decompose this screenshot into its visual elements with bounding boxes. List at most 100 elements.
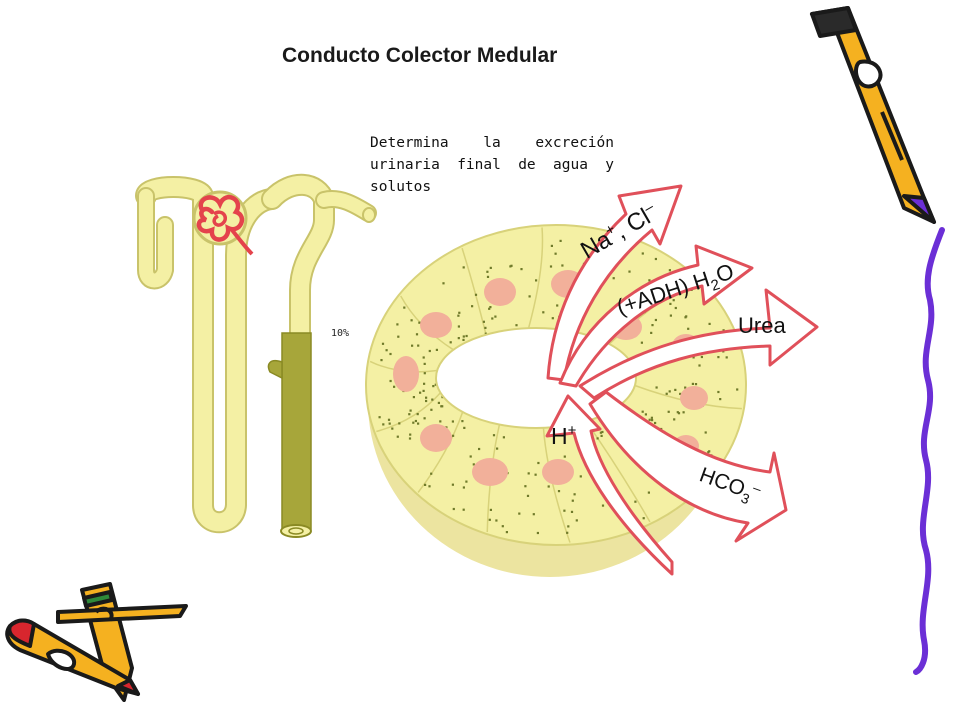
cytoplasm-speckle bbox=[634, 500, 637, 503]
cytoplasm-speckle bbox=[561, 264, 564, 267]
cell-boundary bbox=[461, 247, 487, 335]
cytoplasm-speckle bbox=[684, 386, 687, 389]
cytoplasm-speckle bbox=[563, 455, 566, 458]
cytoplasm-speckle bbox=[412, 396, 415, 399]
cytoplasm-speckle bbox=[596, 437, 599, 440]
cytoplasm-speckle bbox=[385, 349, 388, 352]
cytoplasm-speckle bbox=[488, 518, 491, 521]
cytoplasm-speckle bbox=[687, 327, 690, 330]
cytoplasm-speckle bbox=[676, 411, 679, 414]
cytoplasm-speckle bbox=[486, 275, 490, 278]
cytoplasm-speckle bbox=[600, 434, 603, 437]
cell-boundary bbox=[527, 227, 544, 329]
cytoplasm-speckle bbox=[700, 355, 703, 359]
cytoplasm-speckle bbox=[601, 430, 604, 434]
cytoplasm-speckle bbox=[650, 331, 653, 334]
cytoplasm-speckle bbox=[554, 252, 557, 255]
cytoplasm-speckle bbox=[648, 279, 651, 282]
cytoplasm-speckle bbox=[462, 338, 465, 341]
cytoplasm-speckle bbox=[411, 344, 414, 347]
cytoplasm-speckle bbox=[462, 486, 465, 489]
cytoplasm-speckle bbox=[599, 431, 602, 434]
cytoplasm-speckle bbox=[559, 239, 562, 242]
cytoplasm-speckle bbox=[524, 485, 527, 488]
cytoplasm-speckle bbox=[422, 356, 425, 359]
cytoplasm-speckle bbox=[451, 420, 454, 423]
cytoplasm-speckle bbox=[425, 399, 428, 403]
cytoplasm-speckle bbox=[463, 426, 466, 429]
cytoplasm-speckle bbox=[478, 447, 481, 451]
cytoplasm-speckle bbox=[644, 413, 647, 416]
cytoplasm-speckle bbox=[542, 311, 545, 314]
cytoplasm-speckle bbox=[647, 491, 650, 494]
description-text: Determina la excreción urinaria final de… bbox=[370, 135, 614, 195]
cytoplasm-speckle bbox=[725, 356, 728, 359]
cytoplasm-speckle bbox=[655, 386, 658, 389]
cytoplasm-speckle bbox=[414, 419, 417, 423]
cytoplasm-speckle bbox=[434, 383, 437, 386]
cytoplasm-speckle bbox=[474, 293, 478, 296]
cytoplasm-speckle bbox=[641, 410, 644, 413]
cytoplasm-speckle bbox=[422, 389, 425, 392]
cytoplasm-speckle bbox=[419, 391, 422, 394]
cytoplasm-speckle bbox=[381, 342, 385, 345]
cytoplasm-speckle bbox=[563, 509, 566, 512]
cytoplasm-speckle bbox=[550, 244, 553, 247]
cytoplasm-speckle bbox=[556, 304, 559, 307]
cytoplasm-speckle bbox=[391, 427, 394, 430]
cytoplasm-speckle bbox=[410, 319, 413, 322]
cytoplasm-speckle bbox=[495, 519, 498, 522]
cytoplasm-speckle bbox=[648, 418, 651, 421]
label-urea: Urea bbox=[738, 313, 786, 338]
percent-label: 10% bbox=[331, 328, 350, 339]
cytoplasm-speckle bbox=[492, 434, 496, 437]
cytoplasm-speckle bbox=[501, 525, 504, 528]
cell-boundary bbox=[376, 392, 441, 433]
cytoplasm-speckle bbox=[389, 352, 392, 356]
cytoplasm-speckle bbox=[691, 382, 694, 385]
cytoplasm-speckle bbox=[378, 416, 381, 419]
cytoplasm-speckle bbox=[431, 398, 434, 401]
cytoplasm-speckle bbox=[489, 266, 492, 269]
cytoplasm-speckle bbox=[567, 525, 570, 528]
cytoplasm-speckle bbox=[457, 337, 460, 340]
cytoplasm-speckle bbox=[462, 335, 465, 338]
cytoplasm-speckle bbox=[692, 356, 695, 359]
cytoplasm-speckle bbox=[458, 311, 461, 314]
cytoplasm-speckle bbox=[423, 372, 426, 375]
cytoplasm-speckle bbox=[704, 431, 707, 434]
cytoplasm-speckle bbox=[494, 315, 497, 318]
cytoplasm-speckle bbox=[437, 401, 440, 404]
cytoplasm-speckle bbox=[537, 461, 540, 465]
cytoplasm-speckle bbox=[505, 531, 508, 534]
cytoplasm-speckle bbox=[571, 499, 574, 502]
cytoplasm-speckle bbox=[491, 317, 494, 320]
cytoplasm-speckle bbox=[486, 270, 489, 273]
cytoplasm-speckle bbox=[551, 317, 554, 320]
cell-boundary bbox=[417, 411, 464, 493]
cytoplasm-speckle bbox=[612, 277, 615, 280]
cytoplasm-speckle bbox=[462, 508, 465, 511]
cytoplasm-speckle bbox=[435, 348, 438, 351]
transport-arrows bbox=[545, 184, 819, 576]
purple-border bbox=[913, 227, 945, 675]
cytoplasm-speckle bbox=[424, 483, 427, 486]
cytoplasm-speckle bbox=[719, 398, 722, 401]
cytoplasm-speckle bbox=[736, 388, 739, 391]
cytoplasm-speckle bbox=[535, 279, 538, 282]
cytoplasm-speckle bbox=[415, 333, 419, 336]
cytoplasm-speckle bbox=[642, 517, 645, 520]
cytoplasm-speckle bbox=[439, 420, 442, 423]
arrow-na-cl bbox=[546, 184, 683, 382]
cytoplasm-speckle bbox=[672, 299, 675, 302]
cytoplasm-speckle bbox=[502, 436, 505, 439]
cytoplasm-speckle bbox=[489, 306, 492, 309]
cytoplasm-speckle bbox=[722, 329, 725, 332]
cytoplasm-speckle bbox=[440, 405, 443, 408]
cytoplasm-speckle bbox=[471, 305, 474, 308]
cytoplasm-speckle bbox=[418, 321, 421, 324]
cytoplasm-speckle bbox=[665, 392, 668, 395]
arrow-urea bbox=[578, 288, 819, 400]
cytoplasm-speckle bbox=[682, 411, 685, 414]
cytoplasm-speckle bbox=[461, 420, 464, 423]
